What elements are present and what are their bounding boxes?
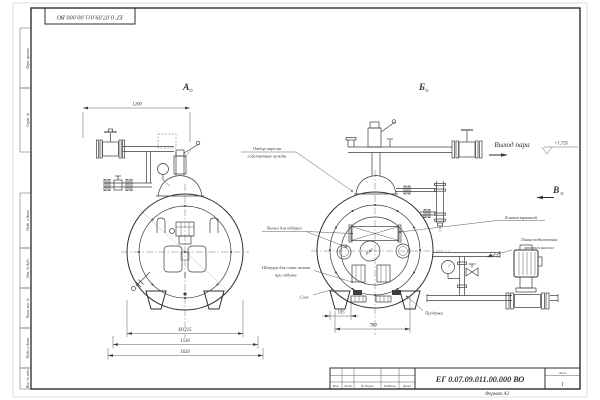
dim-1200-text: 1200 [132,103,142,108]
label-steam-tap: Отбор пара на собственные нужды [241,146,353,192]
label-pump-line: Линия подключения второго насоса [486,237,558,258]
view-a-mark [189,88,193,93]
label-hatches: Лючки для обдувки [262,226,353,248]
view-a-drain-nozzle [131,271,151,291]
label-explosion-valve: Клапан взрывной [399,215,545,233]
blowdown-nozzle [392,290,401,295]
title-block: Изм. Лист № докум. Подпись Дата ЕГ 0.07.… [329,367,581,397]
label-view-v: В [536,186,564,200]
feed-pump [505,244,559,310]
view-b-legs [329,290,421,310]
dim-1620: 1620 [107,348,264,360]
drain-text: Слив [300,295,309,300]
valve-bowtie-right [471,267,479,277]
steam-outlet-text: Выход пара [494,141,530,149]
view-b-manhole: Ø250 [359,240,381,262]
pump-line1-text: Линия подключения [520,237,558,242]
view-v-mark [560,191,564,196]
side-label-podp-data-2: Подп. и дата [26,338,30,360]
label-drain: Слив [300,288,335,300]
explosion-valve-text: Клапан взрывной [504,215,538,220]
view-b-lower-hatches [350,264,392,303]
view-a-legs [145,290,225,310]
dim-1516-text: 1516 [180,339,190,344]
sheet-frame [12,2,588,398]
side-label-podp-data-1: Подп. и дата [26,210,30,232]
pump-line2-text: второго насоса [524,245,554,250]
tb-col-data: Дата [402,384,411,388]
left-arrow-icon [536,195,543,200]
side-label-inv-podl: Инв. № подл. [26,368,30,389]
side-label-perv-primen: Перв. примен. [26,47,30,69]
tb-col-podpis: Подпись [383,384,396,388]
format-note: Формат А3 [485,392,509,397]
tb-col-list: Лист [343,384,352,388]
tb-doc-number: ЕГ 0.07.09.011.00.000 ВО [435,375,525,384]
valve-bowtie-left [465,267,473,277]
side-label-sprav: Справ. № [26,112,30,127]
view-b-rear: Б Ø250 [311,83,483,335]
view-b-mark [425,88,429,93]
top-stamp-doc-number: ЕГ 0.07.09.011.00.000 ВО [57,14,124,21]
view-b-level-column [396,181,446,232]
label-sludge: Штуцер для слива шлама при обдувке [261,265,353,283]
view-a-level-glass-piping [103,175,152,191]
tb-sheet-label: Лист [558,371,567,375]
view-b-portholes [336,243,411,260]
steam-tap-line2: собственные нужды [248,154,287,159]
side-label-vzam-inv: Взам. инв. № [26,297,30,317]
right-arrow-icon [501,153,508,157]
dim-1516: 1516 [112,336,259,349]
drain-nozzle [353,290,362,295]
hatches-text: Лючки для обдувки [265,226,302,231]
view-a-front: А [82,83,264,360]
tb-col-docnum: № докум. [360,384,374,388]
dim-1620-text: 1620 [180,350,190,355]
sludge-line1-text: Штуцер для слива шлама [261,265,311,270]
dim-105: 105 [322,297,359,320]
view-a-steam-dome [156,133,204,197]
dim-1200: 1200 [82,103,191,142]
view-b-steam-piping [345,119,483,195]
blowdown-text: Продувка [424,311,443,316]
view-b-label: Б [418,83,425,93]
view-a-shell [126,193,244,311]
tb-col-izm: Изм. [332,384,340,388]
manhole-dia-text: Ø250 [364,247,374,256]
dim-shell-diameter: Ø1215 [126,300,244,337]
dim-780: 780 [334,297,411,333]
elevation-mark-icon [541,146,553,155]
left-margin-column: Перв. примен. Справ. № Подп. и дата Инв.… [19,27,32,389]
pressure-gauge-view-a [157,163,169,175]
dim-shell-dia-text: Ø1215 [177,328,192,333]
view-b-shell [316,191,434,309]
view-a-top-piping [96,128,174,183]
steam-tap-line1: Отбор пара на [253,146,282,151]
view-a-label: А [182,83,189,93]
label-blowdown: Продувка [406,295,444,316]
dim-105-text: 105 [337,311,345,316]
elevation-text: +1,735 [554,142,569,147]
side-label-inv-dubl: Инв. № дубл. [26,258,30,279]
label-steam-outlet: Выход пара +1,735 [489,141,578,157]
tb-sheet-number: 1 [561,382,564,388]
dim-780-text: 780 [369,324,377,329]
top-stamp: ЕГ 0.07.09.011.00.000 ВО [44,7,136,25]
view-a-burner [156,217,219,278]
annotations: Отбор пара на собственные нужды Выход па… [241,141,578,316]
view-v-label: В [552,186,559,196]
feed-pump-piping [426,244,559,310]
sludge-line2-text: при обдувке [275,273,297,278]
